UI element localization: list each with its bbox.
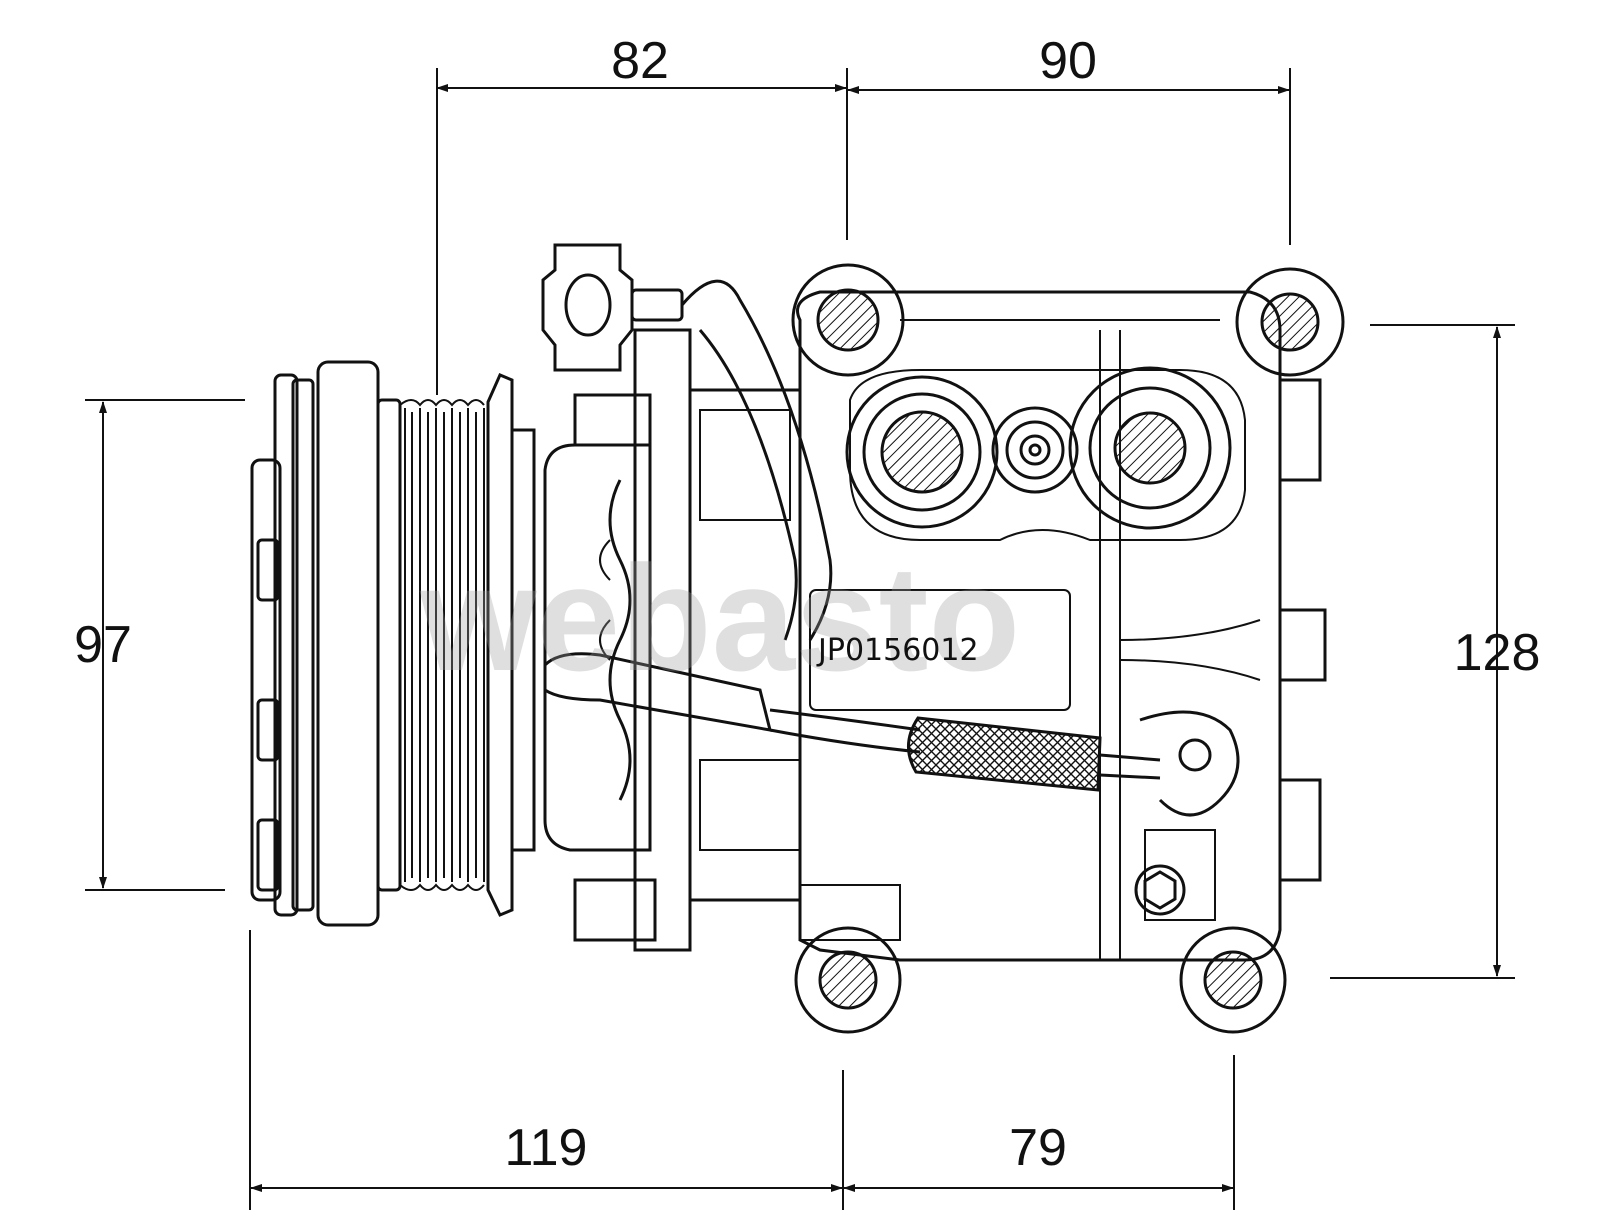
clutch-pulley <box>250 360 536 927</box>
part-number: JP0156012 <box>816 633 979 668</box>
mount-top-right <box>1235 267 1345 377</box>
mount-top-left <box>791 263 905 377</box>
mounting-ears <box>791 263 1345 1034</box>
mount-bottom-right <box>1179 926 1287 1034</box>
mount-bottom-left <box>794 926 902 1034</box>
dimension-left: 97 <box>74 616 132 674</box>
dimension-bottom-left: 119 <box>505 1119 588 1177</box>
dimension-lines <box>85 68 1515 1210</box>
wire-harness <box>543 652 1240 921</box>
service-ports <box>845 366 1246 541</box>
dimension-right: 128 <box>1454 624 1541 682</box>
watermark: webasto <box>419 534 1020 702</box>
dimension-top-right: 90 <box>1039 32 1097 90</box>
dimension-top-left: 82 <box>611 32 669 90</box>
dimension-bottom-right: 79 <box>1009 1119 1067 1177</box>
